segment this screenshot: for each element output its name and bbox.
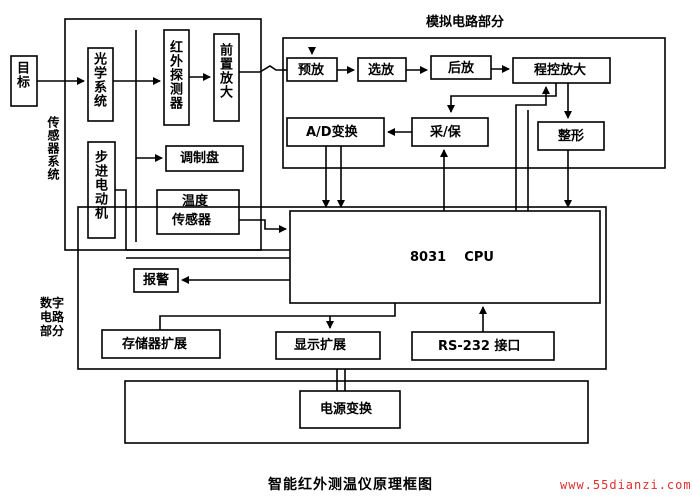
cpu-box: [289, 210, 601, 304]
preamp-box: [213, 33, 240, 122]
cpu-label: 8031 CPU: [410, 250, 494, 265]
power-box: [299, 390, 401, 429]
digital-section-label: 数字电路部分: [40, 296, 65, 338]
disp-ext-box: [275, 331, 381, 360]
pga-label: 程控放大: [534, 63, 587, 78]
power-section-frame: [124, 380, 589, 444]
sensor-system-section-label: 传感器系统: [46, 116, 60, 181]
select-amp-label: 选放: [368, 63, 395, 78]
post-amp-box: [430, 55, 492, 80]
disp-ext-label: 显示扩展: [294, 338, 347, 353]
optics-box: [87, 47, 114, 122]
ir-detector-label: 红外探测器: [167, 40, 182, 110]
alarm-box: [133, 268, 179, 293]
modulator-label: 调制盘: [180, 151, 220, 166]
shaper-box: [537, 121, 605, 151]
target-label: 目标: [14, 61, 29, 89]
block-diagram: 目标 光学系统 红外探测器 前置放大 调制盘 步进电动机 温度 传感器 预放 选…: [10, 15, 691, 493]
mem-ext-box: [101, 329, 221, 359]
pga-box: [512, 57, 611, 84]
shaper-label: 整形: [558, 129, 585, 144]
alarm-label: 报警: [143, 273, 170, 288]
preamp-label: 前置放大: [217, 43, 232, 99]
stepper-label: 步进电动机: [92, 150, 107, 220]
diagram-caption: 智能红外测温仪原理框图: [268, 477, 433, 493]
temp-sensor-box: [156, 189, 240, 235]
analog-section-label: 模拟电路部分: [426, 15, 505, 30]
analog-section-frame: [282, 37, 666, 169]
rs232-label: RS-232 接口: [438, 339, 521, 354]
temp-sensor-label-1: 温度: [182, 194, 209, 209]
post-amp-label: 后放: [448, 61, 475, 76]
mem-ext-label: 存储器扩展: [122, 337, 188, 352]
modulator-box: [165, 145, 244, 172]
sample-hold-label: 采/保: [430, 125, 461, 140]
diagram-lines: [10, 18, 666, 444]
power-label: 电源变换: [320, 402, 373, 417]
watermark: www.55dianzi.com: [560, 478, 692, 492]
adc-box: [286, 117, 385, 147]
optics-label: 光学系统: [91, 52, 106, 108]
pre-amp2-label: 预放: [298, 63, 325, 78]
temp-sensor-label-2: 传感器: [172, 213, 212, 228]
adc-label: A/D变换: [306, 125, 358, 140]
